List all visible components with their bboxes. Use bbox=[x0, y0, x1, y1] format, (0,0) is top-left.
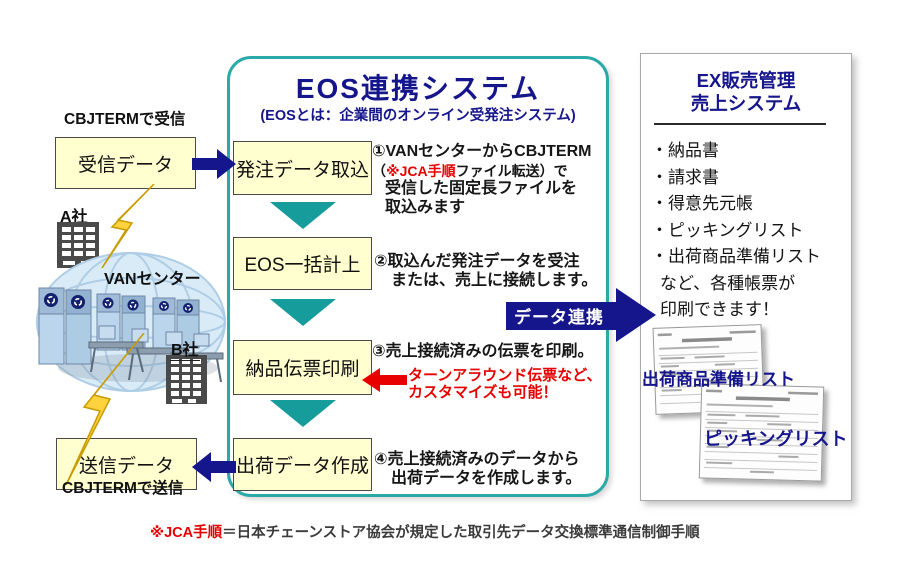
step4-line1: ④売上接続済みのデータから bbox=[374, 451, 580, 468]
list-note-line1: など、各種帳票が bbox=[660, 273, 796, 293]
shipping-list-label: 出荷商品準備リスト bbox=[642, 370, 795, 389]
step1-line2: （※JCA手順ファイル転送）で bbox=[372, 162, 568, 179]
arrow-right-icon bbox=[192, 149, 236, 179]
jca-footnote-rest: ＝日本チェーンストア協会が規定した取引先データ交換標準通信制御手順 bbox=[222, 525, 700, 541]
step4-description: ④売上接続済みのデータから 出荷データを作成します。 bbox=[374, 451, 581, 488]
send-data-box: 送信データ bbox=[56, 438, 197, 490]
company-b-label: B社 bbox=[170, 336, 200, 361]
jca-footnote-red: ※JCA手順 bbox=[150, 525, 223, 541]
list-item: ・出荷商品準備リスト bbox=[651, 247, 821, 266]
eos-system-panel: EOS連携システム (EOSとは：企業間のオンライン受発注システム) 発注データ… bbox=[227, 56, 609, 497]
flow-box-shipping-data: 出荷データ作成 bbox=[233, 438, 372, 491]
ex-sales-title-line1: EX販売管理 bbox=[696, 70, 796, 91]
receive-data-box: 受信データ bbox=[55, 137, 196, 189]
down-arrow-icon-2 bbox=[270, 299, 336, 326]
receive-caption: CBJTERMで受信 bbox=[64, 111, 186, 128]
picking-list-label: ピッキングリスト bbox=[704, 429, 848, 449]
data-link-label: データ連携 bbox=[514, 308, 604, 327]
step3-description: ③売上接続済みの伝票を印刷。 ターンアラウンド伝票など、 カスタマイズも可能！ bbox=[372, 343, 602, 402]
list-item: ・得意先元帳 bbox=[651, 194, 753, 213]
step1-line4: 取込みます bbox=[385, 198, 466, 216]
step2-description: ②取込んだ発注データを受注 または、売上に接続します。 bbox=[374, 253, 597, 290]
company-b-building-icon bbox=[166, 355, 207, 404]
flow-box-slip-print: 納品伝票印刷 bbox=[233, 340, 372, 395]
step2-line2: または、売上に接続します。 bbox=[391, 271, 598, 289]
step3-line1: ③売上接続済みの伝票を印刷。 bbox=[372, 343, 594, 360]
step1-line1: ①VANセンターからCBJTERM bbox=[372, 143, 592, 160]
picking-list-document-thumbnail bbox=[698, 383, 825, 482]
jca-footnote: ※JCA手順＝日本チェーンストア協会が規定した取引先データ交換標準通信制御手順 bbox=[150, 521, 700, 542]
step1-description: ①VANセンターからCBJTERM （※JCA手順ファイル転送）で 受信した固定… bbox=[372, 143, 591, 217]
step3-red-note-1: ターンアラウンド伝票など、 bbox=[408, 366, 602, 384]
ex-sales-title: EX販売管理 売上システム bbox=[641, 69, 851, 115]
title-underline bbox=[654, 123, 826, 125]
ex-sales-title-line2: 売上システム bbox=[690, 93, 802, 114]
lightning-bolt-upper-icon bbox=[101, 184, 155, 268]
data-link-arrow-icon bbox=[506, 288, 656, 342]
eos-subtitle: (EOSとは：企業間のオンライン受発注システム) bbox=[260, 108, 576, 124]
lightning-bolt-lower-icon bbox=[65, 333, 145, 485]
send-caption: CBJTERMで送信 bbox=[62, 480, 184, 497]
ex-sales-panel: EX販売管理 売上システム ・納品書 ・請求書 ・得意先元帳 ・ピッキングリスト… bbox=[640, 53, 852, 501]
flow-box-eos-posting: EOS一括計上 bbox=[233, 237, 372, 290]
document-content-lines bbox=[704, 389, 819, 474]
down-arrow-icon-1 bbox=[270, 202, 336, 229]
arrow-left-icon bbox=[192, 452, 236, 482]
list-item: ・ピッキングリスト bbox=[651, 220, 804, 240]
report-list: ・納品書 ・請求書 ・得意先元帳 ・ピッキングリスト ・出荷商品準備リスト など… bbox=[651, 138, 821, 324]
down-arrow-icon-3 bbox=[270, 400, 336, 427]
red-arrow-left-icon bbox=[362, 368, 407, 392]
list-item: ・納品書 bbox=[651, 141, 719, 160]
step3-red-note-2: カスタマイズも可能！ bbox=[408, 384, 558, 401]
flow-box-order-import: 発注データ取込 bbox=[233, 141, 372, 195]
list-item: ・請求書 bbox=[651, 167, 719, 187]
van-center-label: VANセンター bbox=[104, 271, 201, 288]
company-a-building-icon bbox=[57, 222, 99, 268]
eos-title: EOS連携システム bbox=[295, 73, 541, 104]
list-note-line2: 印刷できます！ bbox=[660, 300, 779, 319]
step1-line3: 受信した固定長ファイルを bbox=[385, 180, 578, 197]
step4-line2: 出荷データを作成します。 bbox=[391, 469, 582, 487]
step2-line1: ②取込んだ発注データを受注 bbox=[374, 253, 580, 270]
